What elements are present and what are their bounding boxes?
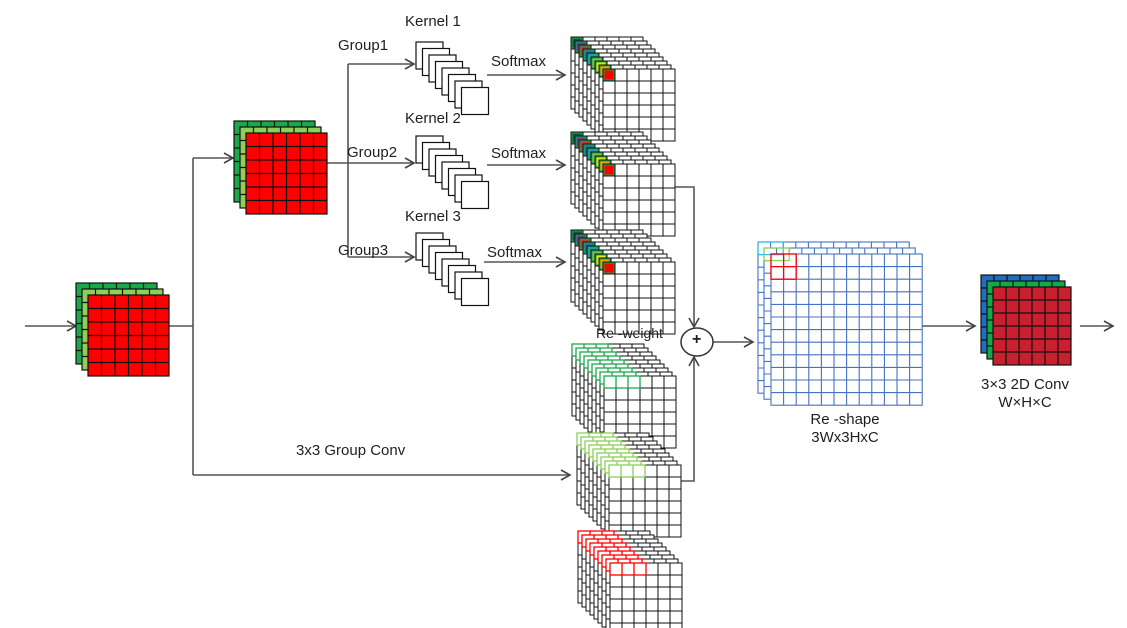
reshape-grid [757,241,923,406]
label-kernel-2: Kernel 2 [405,110,461,127]
kernel-square [460,86,490,116]
label-group-1: Group1 [338,37,389,54]
plus-sign: + [692,331,702,348]
highlight-cell [609,562,647,576]
label-group-2: Group2 [347,144,398,161]
softmax-cell [603,262,615,274]
kernel-stack-1 [415,41,490,116]
sum-node [680,327,714,357]
kernel-square [460,277,490,307]
label-kernel-1: Kernel 1 [405,13,461,30]
label-softmax-2: Softmax [491,145,547,162]
kernel-square [460,180,490,210]
reweight-cube-3 [577,530,683,628]
label-2d-conv: 3×3 2D Conv [981,376,1069,393]
label-reshape-dims: 3Wx3HxC [811,429,879,446]
softmax-cell [603,164,615,176]
highlight-cell [603,375,641,389]
softmax-cube-3 [570,229,676,335]
label-group-3: Group3 [338,242,389,259]
tensor-shapes [75,36,1072,628]
input-feature-map [75,282,170,377]
kernel-stack-2 [415,135,490,210]
highlight-cell [608,464,646,478]
reweight-cube-1 [571,343,677,449]
softmax-cell [603,69,615,81]
label-group-conv: 3x3 Group Conv [296,442,406,459]
branch-feature-map [233,120,328,215]
label-reshape: Re -shape [810,411,880,428]
softmax-cube-2 [570,131,676,237]
reweight-cube-2 [576,432,682,538]
label-reweight: Re -weight [596,325,663,341]
softmax-cube-1 [570,36,676,142]
label-softmax-1: Softmax [491,53,547,70]
label-kernel-3: Kernel 3 [405,208,461,225]
kernel-stack-3 [415,232,490,307]
output-feature-map [980,274,1072,366]
label-softmax-3: Softmax [487,244,543,261]
label-2d-conv-dims: W×H×C [998,394,1052,411]
connector-lines [25,58,1115,482]
